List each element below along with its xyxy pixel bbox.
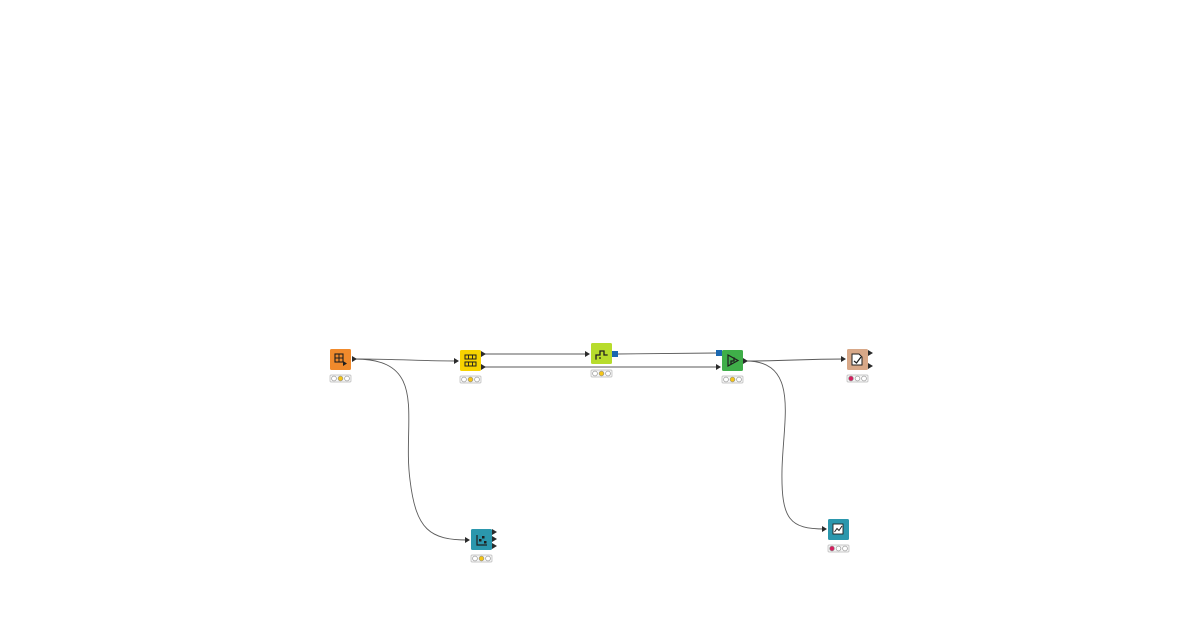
node-predictor[interactable] [716,350,748,384]
connection-predictor-to-scorer[interactable] [745,358,846,362]
status-light-red [848,375,854,382]
connection-table-to-partitioning[interactable] [354,358,459,362]
node-report-viz[interactable] [827,519,850,553]
status-light-green [344,375,350,382]
status-light-yellow [598,370,605,377]
status-light-red [723,376,729,383]
output-port[interactable] [352,356,357,362]
output-port-top[interactable] [492,529,497,535]
status-light-green [842,545,848,552]
status-light-red [461,376,467,383]
status-light-green [605,370,611,377]
node-data-viz[interactable] [470,529,497,563]
output-port-bottom[interactable] [868,363,873,369]
status-indicator [846,374,869,383]
status-light-yellow [337,375,344,382]
node-table-creator-box[interactable] [330,349,351,370]
connection-table-to-data-viz[interactable] [354,358,469,541]
status-light-red [829,545,835,552]
status-light-red [592,370,598,377]
node-partitioning[interactable] [459,350,486,384]
connections [354,351,846,543]
status-light-green [474,376,480,383]
scatter-plot-icon [476,535,487,546]
model-output-port[interactable] [612,351,618,357]
status-indicator [721,375,744,384]
arrowhead-learner-input [585,351,590,357]
status-light-green [485,555,491,562]
node-table-creator[interactable] [329,349,357,383]
output-port-middle[interactable] [492,536,497,542]
status-light-green [861,375,867,382]
status-light-green [736,376,742,383]
line-chart-icon [832,523,844,535]
arrowhead-report-viz-input [822,526,827,532]
connection-learner-model-to-predictor[interactable] [616,352,717,355]
connection-predictor-to-report-viz[interactable] [745,360,826,530]
status-light-yellow [835,545,842,552]
arrowhead-partitioning-input [454,358,459,364]
output-port-top[interactable] [868,350,873,356]
status-light-yellow [729,376,736,383]
scorer-document-icon [851,353,863,366]
status-light-yellow [478,555,485,562]
output-port-bottom[interactable] [481,364,486,370]
arrowhead-data-viz-input [465,537,470,543]
status-light-yellow [467,376,474,383]
status-light-red [331,375,337,382]
status-light-red [472,555,478,562]
predictor-play-icon [727,353,740,368]
status-indicator [827,544,850,553]
node-learner[interactable] [590,343,618,378]
table-grid-icon [334,353,347,366]
learner-stairs-icon [595,350,608,360]
status-indicator [470,554,493,563]
node-partitioning-box[interactable] [460,350,481,371]
arrowhead-predictor-data-input [716,364,721,370]
node-scorer[interactable] [846,349,873,383]
status-indicator [329,374,352,383]
model-input-port[interactable] [716,350,722,356]
output-port-top[interactable] [481,351,486,357]
status-indicator [590,369,613,378]
status-light-yellow [854,375,861,382]
partition-rows-icon [464,354,477,367]
node-learner-box[interactable] [591,343,612,364]
status-indicator [459,375,482,384]
arrowhead-scorer-input [841,356,846,362]
output-port-bottom[interactable] [492,543,497,549]
output-port[interactable] [743,358,748,364]
